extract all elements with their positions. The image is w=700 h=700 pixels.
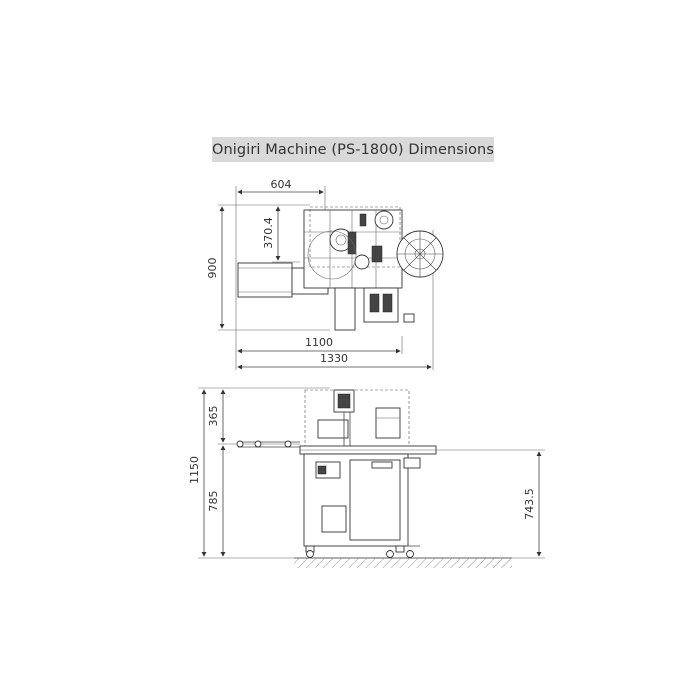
machine-front-view	[236, 389, 437, 558]
dim-label-1330: 1330	[320, 352, 348, 365]
dim-label-1150: 1150	[188, 456, 201, 484]
dim-label-1100: 1100	[305, 336, 333, 349]
front-view: 365 1150 785 743.5	[188, 387, 545, 568]
diagram-title: Onigiri Machine (PS-1800) Dimensions	[212, 141, 495, 158]
dim-label-370-4: 370.4	[262, 217, 275, 249]
machine-top-view	[237, 206, 444, 331]
dim-label-900: 900	[206, 258, 219, 279]
dim-label-785: 785	[207, 491, 220, 512]
title-bar: Onigiri Machine (PS-1800) Dimensions	[212, 137, 494, 162]
dim-label-365: 365	[207, 406, 220, 427]
dim-label-743-5: 743.5	[523, 488, 536, 520]
top-view: 604 370.4 900 1100 1330	[206, 178, 444, 370]
dim-label-604: 604	[271, 178, 292, 191]
floor	[294, 557, 512, 568]
